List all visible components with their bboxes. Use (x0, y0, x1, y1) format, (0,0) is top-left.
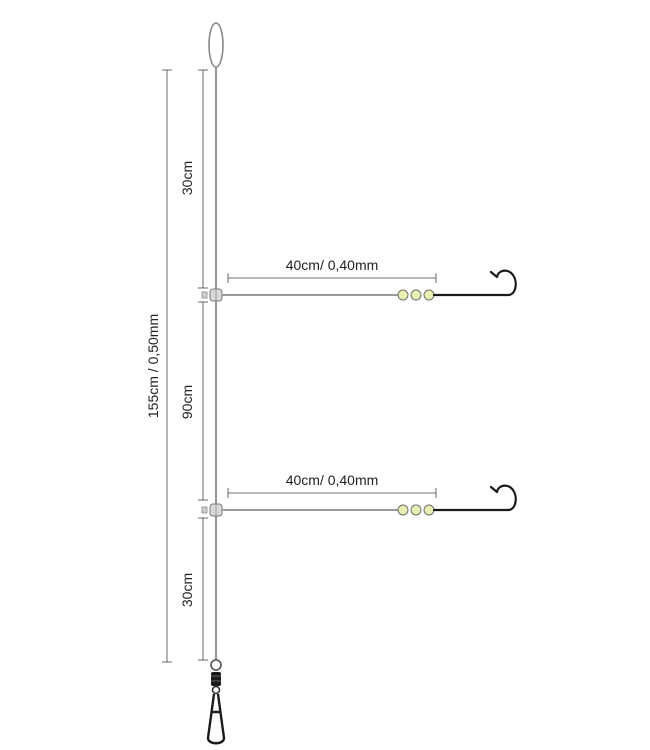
bead (423, 504, 435, 516)
branch-lower (201, 484, 517, 517)
hook-lower (432, 484, 517, 512)
bead (410, 504, 422, 516)
bead (423, 289, 435, 301)
branch-lower-label: 40cm/ 0,40mm (286, 472, 379, 488)
snap-swivel (206, 659, 226, 745)
bead (397, 289, 409, 301)
branch-swivel-lower (201, 503, 223, 517)
total-length-dimension (162, 69, 172, 663)
branch-swivel-upper (201, 288, 223, 302)
branch-upper (201, 269, 517, 302)
lower-section-dimension (198, 517, 208, 661)
bead (410, 289, 422, 301)
hook-upper (432, 269, 517, 297)
top-loop (208, 22, 224, 68)
upper-section-dimension (198, 69, 208, 289)
middle-section-dimension (198, 301, 208, 501)
upper-section-label: 30cm (179, 161, 195, 195)
middle-section-label: 90cm (179, 385, 195, 419)
total-length-label: 155cm / 0,50mm (145, 314, 161, 418)
lower-section-label: 30cm (179, 573, 195, 607)
bead (397, 504, 409, 516)
branch-upper-label: 40cm/ 0,40mm (286, 257, 379, 273)
